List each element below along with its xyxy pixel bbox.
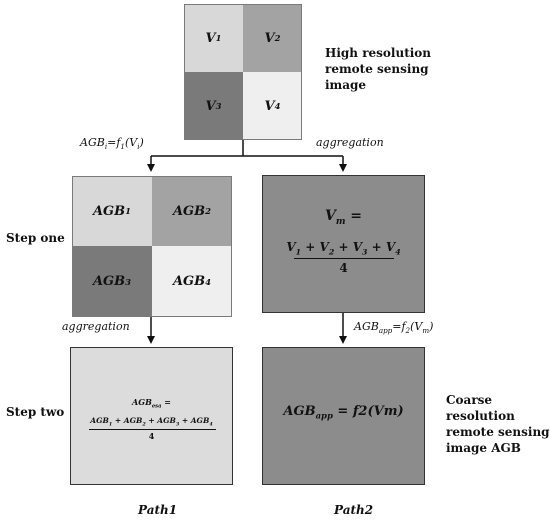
path2-label: Path2 xyxy=(334,503,374,517)
agb-app-box xyxy=(262,347,425,485)
agb-app-equation: AGBapp = f2(Vm) xyxy=(283,404,404,421)
step-one-grid-border xyxy=(72,176,232,317)
coarse-res-label: Coarse resolution remote sensing image A… xyxy=(446,393,550,455)
high-res-label: High resolution remote sensing image xyxy=(325,46,432,92)
agb-esa-fraction-bar xyxy=(89,429,216,430)
vm-lhs: Vm = xyxy=(324,208,363,227)
aggregation-top-label: aggregation xyxy=(316,136,384,149)
vm-numerator: V1 + V2 + V3 + V4 xyxy=(286,240,401,257)
vm-box xyxy=(262,175,425,313)
vm-fraction-bar xyxy=(294,258,394,259)
path1-label: Path1 xyxy=(138,503,178,517)
top-grid-border xyxy=(184,4,302,140)
vm-denominator: 4 xyxy=(339,261,348,275)
aggregation-left-label: aggregation xyxy=(62,320,130,333)
agb-app-fn-label: AGBapp=f2(Vm) xyxy=(354,320,434,336)
agb-fi-label: AGBi=f1(Vi) xyxy=(80,136,144,152)
step-two-label: Step two xyxy=(6,405,65,419)
agb-esa-lhs: AGBesa = xyxy=(132,397,171,410)
agb-esa-box xyxy=(70,347,233,485)
agb-esa-denominator: 4 xyxy=(148,431,155,441)
step-one-label: Step one xyxy=(6,231,65,245)
agb-esa-numerator: AGB1 + AGB2 + AGB3 + AGB4 xyxy=(90,416,213,428)
